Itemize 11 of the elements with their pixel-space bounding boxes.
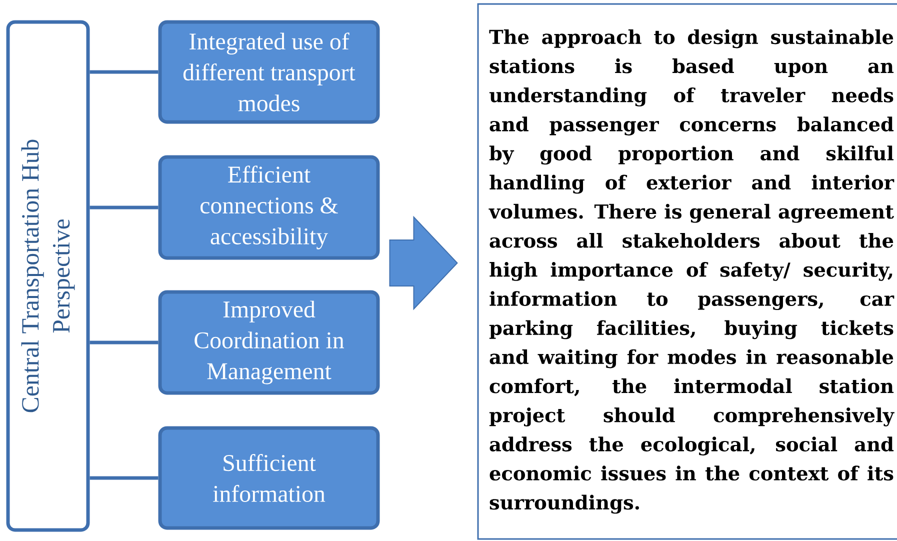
topic-box: Sufficient information xyxy=(158,426,380,530)
block-arrow xyxy=(389,216,458,310)
hub-box: Central Transportation Hub Perspective xyxy=(6,20,90,532)
connector-line xyxy=(90,206,158,210)
topic-box: Improved Coordination in Management xyxy=(158,290,380,395)
topic-box: Integrated use of different transport modes xyxy=(158,20,380,124)
text-box: The approach to design sustainable stations is based upon an understanding of traveler needs and passenger concerns balanced by good proportion and skilful handling of exterior and interior volumes. There is general agreement across all stakeholders about the high importance of safety/ security, information to passengers, car parking facilities, buying tickets and waiting for modes in reasonable comfort, the intermodal station project should comprehensively address the ecological, social and economic issues in the context of its surroundings. xyxy=(477,3,897,540)
topic-box: Efficient connections & accessibility xyxy=(158,155,380,260)
connector-line xyxy=(90,70,158,74)
connector-line xyxy=(90,476,158,480)
connector-line xyxy=(90,340,158,344)
